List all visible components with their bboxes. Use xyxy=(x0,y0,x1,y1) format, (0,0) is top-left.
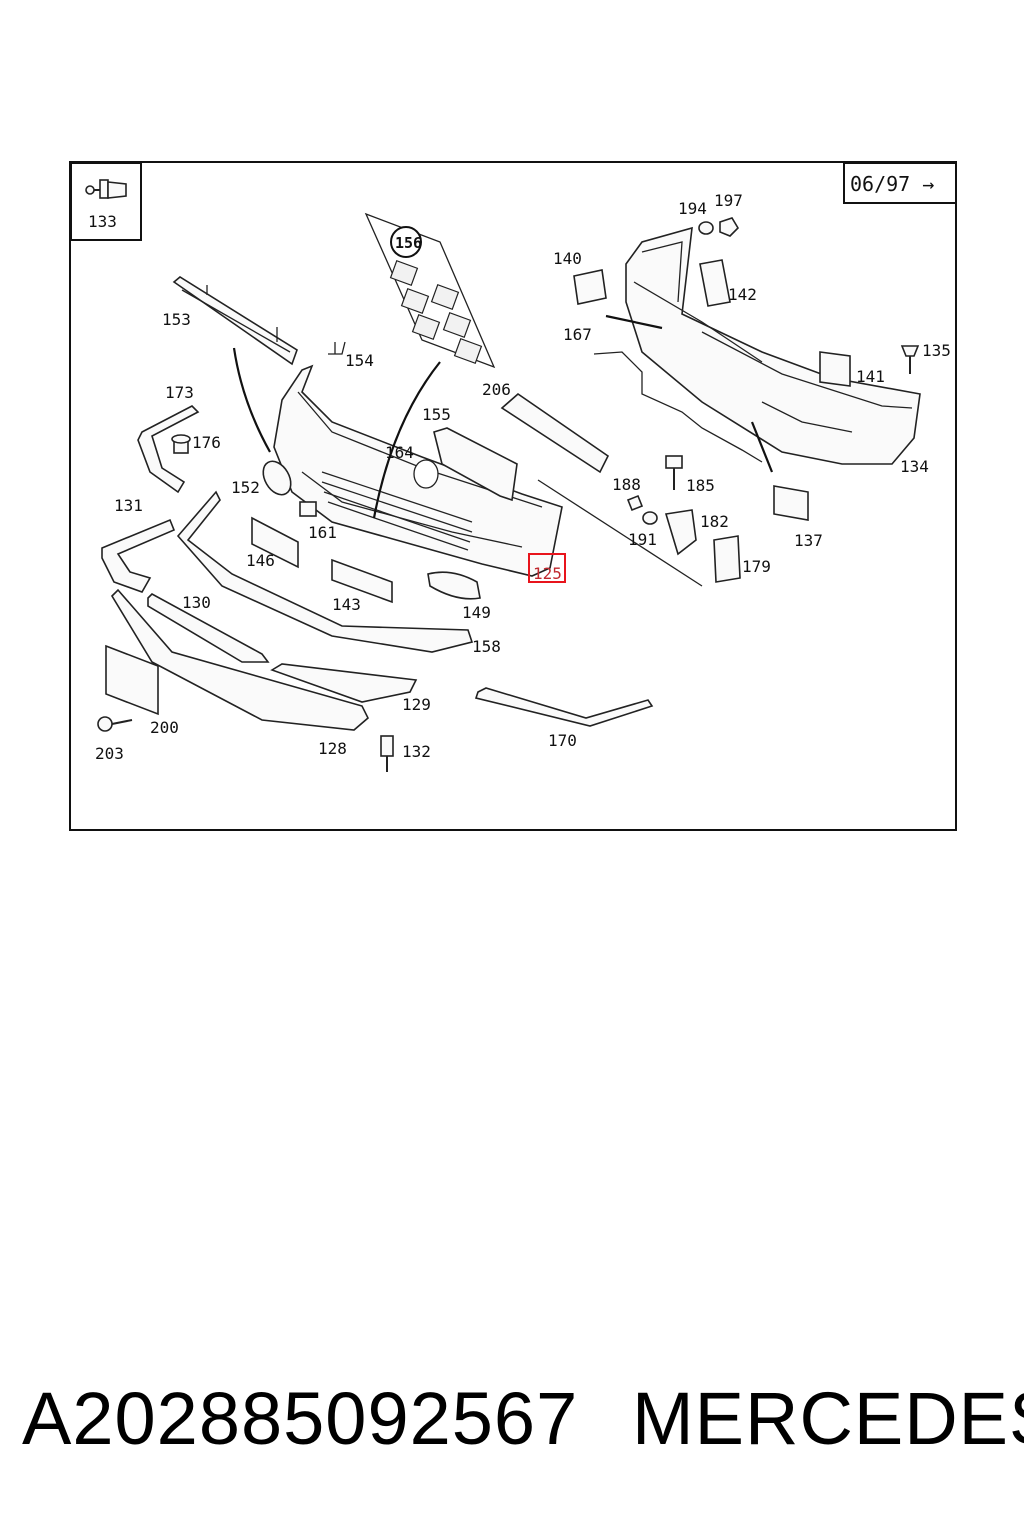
part-137-block xyxy=(773,485,809,521)
label-185: 185 xyxy=(686,476,715,495)
label-154: 154 xyxy=(345,351,374,370)
part-170-trim xyxy=(474,687,654,727)
part-179-plate xyxy=(713,535,741,583)
part-197-nut xyxy=(719,217,740,237)
label-173: 173 xyxy=(165,383,194,402)
label-158: 158 xyxy=(472,637,501,656)
label-200: 200 xyxy=(150,718,179,737)
label-156: 156 xyxy=(395,234,422,252)
label-128: 128 xyxy=(318,739,347,758)
part-146-plate xyxy=(251,516,299,569)
part-156-grille-inserts xyxy=(364,212,496,369)
parts-diagram-frame: 133 06/97 → xyxy=(69,161,957,831)
label-146: 146 xyxy=(246,551,275,570)
label-191: 191 xyxy=(628,530,657,549)
label-140: 140 xyxy=(553,249,582,268)
label-170: 170 xyxy=(548,731,577,750)
label-135: 135 xyxy=(922,341,951,360)
label-142: 142 xyxy=(728,285,757,304)
part-161-plug xyxy=(299,501,317,517)
part-173-trim xyxy=(137,405,200,494)
part-158-spoiler xyxy=(176,490,474,653)
inset-133-box: 133 xyxy=(71,163,142,241)
part-number: A202885092567 xyxy=(22,1377,579,1460)
part-128-lower-spoiler xyxy=(110,588,369,731)
label-155: 155 xyxy=(422,405,451,424)
part-200-plate-holder xyxy=(105,644,159,716)
part-154-clip xyxy=(328,341,346,355)
label-137: 137 xyxy=(794,531,823,550)
part-153-rail xyxy=(172,276,298,366)
part-194-washer xyxy=(698,221,714,235)
label-176: 176 xyxy=(192,433,221,452)
part-185-bolt xyxy=(665,455,683,490)
label-133: 133 xyxy=(88,212,117,231)
label-152: 152 xyxy=(231,478,260,497)
part-182-bracket xyxy=(664,509,697,556)
label-129: 129 xyxy=(402,695,431,714)
parts-diagram: 133 06/97 → xyxy=(71,163,955,772)
label-141: 141 xyxy=(856,367,885,386)
label-125: 125 xyxy=(533,564,562,583)
date-box: 06/97 → xyxy=(843,163,955,204)
label-206: 206 xyxy=(482,380,511,399)
brand-name: MERCEDES xyxy=(632,1377,1024,1460)
part-167-harness xyxy=(593,351,763,463)
leader-140 xyxy=(605,314,663,330)
part-155-bracket xyxy=(433,427,518,502)
leader-153 xyxy=(232,347,271,453)
label-143: 143 xyxy=(332,595,361,614)
part-134-rear-bumper xyxy=(625,226,921,465)
label-188: 188 xyxy=(612,475,641,494)
part-206-reinforcement xyxy=(500,392,610,474)
part-176-nut xyxy=(171,434,191,454)
label-153: 153 xyxy=(162,310,191,329)
label-132: 132 xyxy=(402,742,431,761)
label-167: 167 xyxy=(563,325,592,344)
clip-133-icon xyxy=(85,179,127,199)
leader-156 xyxy=(372,361,441,519)
label-203: 203 xyxy=(95,744,124,763)
part-135-clip xyxy=(900,345,920,374)
label-194: 194 xyxy=(678,199,707,218)
part-130-strip xyxy=(147,593,270,663)
label-130: 130 xyxy=(182,593,211,612)
label-161: 161 xyxy=(308,523,337,542)
leader-137 xyxy=(750,421,774,473)
label-179: 179 xyxy=(742,557,771,576)
part-191-washer xyxy=(642,511,658,525)
highlight-125-box xyxy=(528,553,566,583)
label-197: 197 xyxy=(714,191,743,210)
part-141-block xyxy=(819,351,851,387)
label-149: 149 xyxy=(462,603,491,622)
date-label: 06/97 → xyxy=(850,172,934,196)
part-140-block xyxy=(573,269,607,305)
label-182: 182 xyxy=(700,512,729,531)
part-143-plate xyxy=(331,558,393,604)
caption-bar: A202885092567 MERCEDES xyxy=(0,1376,1024,1466)
part-142-bracket xyxy=(699,259,731,307)
part-149-fog-cover xyxy=(427,571,481,600)
part-129-strip xyxy=(270,663,418,703)
part-203-screw xyxy=(97,716,133,732)
part-188-nut xyxy=(626,494,644,512)
part-131-mount-strip xyxy=(101,518,176,593)
part-152-cover xyxy=(262,460,292,496)
label-164: 164 xyxy=(385,443,414,462)
part-132-bolt xyxy=(380,735,394,772)
label-134: 134 xyxy=(900,457,929,476)
label-131: 131 xyxy=(114,496,143,515)
group-line xyxy=(537,479,703,587)
part-125-bumper-cover xyxy=(273,364,563,577)
